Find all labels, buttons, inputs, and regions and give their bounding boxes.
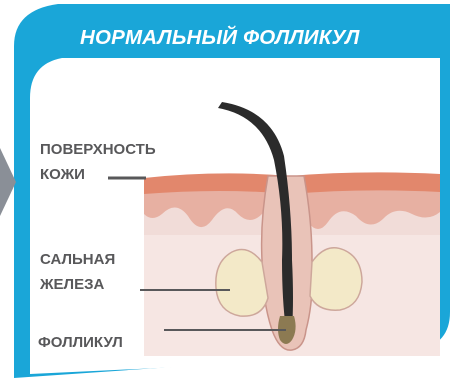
label-gland-line1: САЛЬНАЯ xyxy=(40,250,115,270)
label-follicle: ФОЛЛИКУЛ xyxy=(38,333,123,353)
label-surface-line2: КОЖИ xyxy=(40,165,85,185)
left-arrow xyxy=(0,148,16,216)
sebaceous-gland-left xyxy=(216,250,268,317)
label-surface-line1: ПОВЕРХНОСТЬ xyxy=(40,140,156,160)
label-gland-line2: ЖЕЛЕЗА xyxy=(40,275,104,295)
sebaceous-gland-right xyxy=(310,248,362,311)
diagram-title: НОРМАЛЬНЫЙ ФОЛЛИКУЛ xyxy=(80,26,448,50)
